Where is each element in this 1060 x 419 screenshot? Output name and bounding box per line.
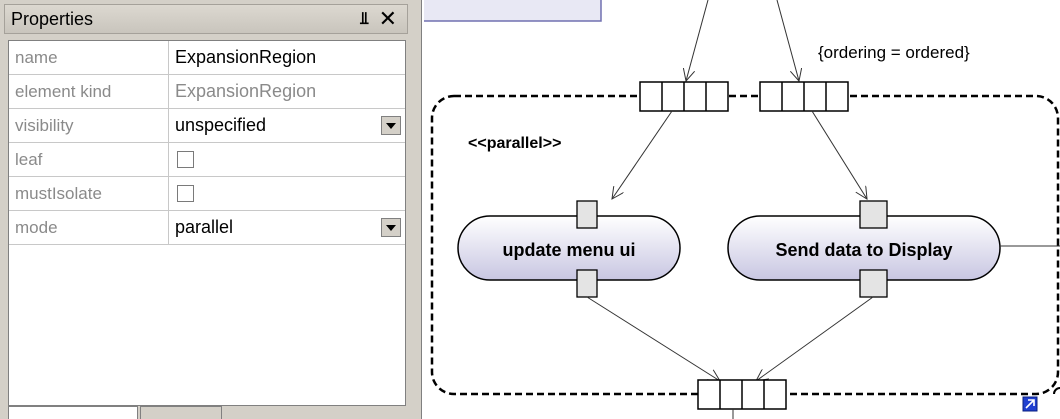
- panel-title: Properties: [11, 9, 94, 29]
- mode-select[interactable]: parallel: [169, 211, 405, 244]
- properties-panel: Properties ⫫ ✕ name ExpansionRegion elem…: [0, 0, 416, 419]
- property-grid: name ExpansionRegion element kind Expans…: [8, 40, 406, 406]
- partial-node[interactable]: [424, 0, 602, 22]
- leaf-value: [169, 143, 405, 176]
- action-update-menu-ui[interactable]: update menu ui: [457, 215, 681, 281]
- name-value-field[interactable]: ExpansionRegion: [175, 47, 317, 67]
- chevron-down-icon[interactable]: [381, 218, 401, 237]
- input-expansion-node-right[interactable]: [759, 81, 849, 112]
- panel-tab[interactable]: [140, 406, 222, 419]
- output-pin[interactable]: [576, 269, 598, 298]
- chevron-down-icon[interactable]: [381, 116, 401, 135]
- panel-tab-strip: [8, 406, 406, 419]
- visibility-value: unspecified: [175, 115, 267, 135]
- flow-from-update-menu[interactable]: [586, 296, 720, 381]
- property-row-visibility[interactable]: visibility unspecified: [9, 109, 405, 143]
- expansion-region[interactable]: [430, 94, 1060, 396]
- incoming-flow-left[interactable]: [686, 0, 709, 81]
- panel-tab-active[interactable]: [8, 406, 138, 419]
- ordering-label: {ordering = ordered}: [818, 43, 970, 62]
- property-row-element-kind: element kind ExpansionRegion: [9, 75, 405, 109]
- mustisolate-checkbox[interactable]: [177, 185, 194, 202]
- flow-from-send-data[interactable]: [756, 296, 874, 381]
- mustisolate-value: [169, 177, 405, 210]
- input-pin[interactable]: [859, 200, 888, 229]
- activity-diagram: {ordering = ordered} <<parallel>> update…: [424, 0, 1060, 419]
- visibility-select[interactable]: unspecified: [169, 109, 405, 142]
- panel-splitter[interactable]: [416, 0, 422, 419]
- property-label: element kind: [9, 75, 169, 108]
- property-label: name: [9, 41, 169, 74]
- output-pin[interactable]: [859, 269, 888, 298]
- close-icon[interactable]: ✕: [378, 6, 397, 31]
- flow-to-update-menu[interactable]: [612, 110, 673, 199]
- action-label: update menu ui: [502, 240, 635, 260]
- input-pin[interactable]: [576, 200, 598, 229]
- parallel-stereotype: <<parallel>>: [468, 135, 561, 152]
- property-label: mustIsolate: [9, 177, 169, 210]
- properties-title-bar: Properties ⫫ ✕: [4, 4, 408, 34]
- property-label: leaf: [9, 143, 169, 176]
- property-row-mustisolate[interactable]: mustIsolate: [9, 177, 405, 211]
- property-label: visibility: [9, 109, 169, 142]
- property-label: mode: [9, 211, 169, 244]
- output-expansion-node[interactable]: [697, 379, 787, 410]
- incoming-flow-right[interactable]: [776, 0, 799, 81]
- resize-handle-icon[interactable]: [1022, 396, 1038, 412]
- property-row-name[interactable]: name ExpansionRegion: [9, 41, 405, 75]
- mode-value: parallel: [175, 217, 234, 237]
- property-row-leaf[interactable]: leaf: [9, 143, 405, 177]
- leaf-checkbox[interactable]: [177, 151, 194, 168]
- flow-to-send-data[interactable]: [811, 110, 867, 199]
- diagram-canvas[interactable]: {ordering = ordered} <<parallel>> update…: [424, 0, 1060, 419]
- action-label: Send data to Display: [775, 240, 952, 260]
- region-corner: [1053, 387, 1060, 395]
- input-expansion-node-left[interactable]: [639, 81, 729, 112]
- property-row-mode[interactable]: mode parallel: [9, 211, 405, 245]
- element-kind-value: ExpansionRegion: [175, 81, 317, 101]
- action-send-data-to-display[interactable]: Send data to Display: [727, 215, 1001, 281]
- pin-icon[interactable]: ⫫: [359, 9, 369, 28]
